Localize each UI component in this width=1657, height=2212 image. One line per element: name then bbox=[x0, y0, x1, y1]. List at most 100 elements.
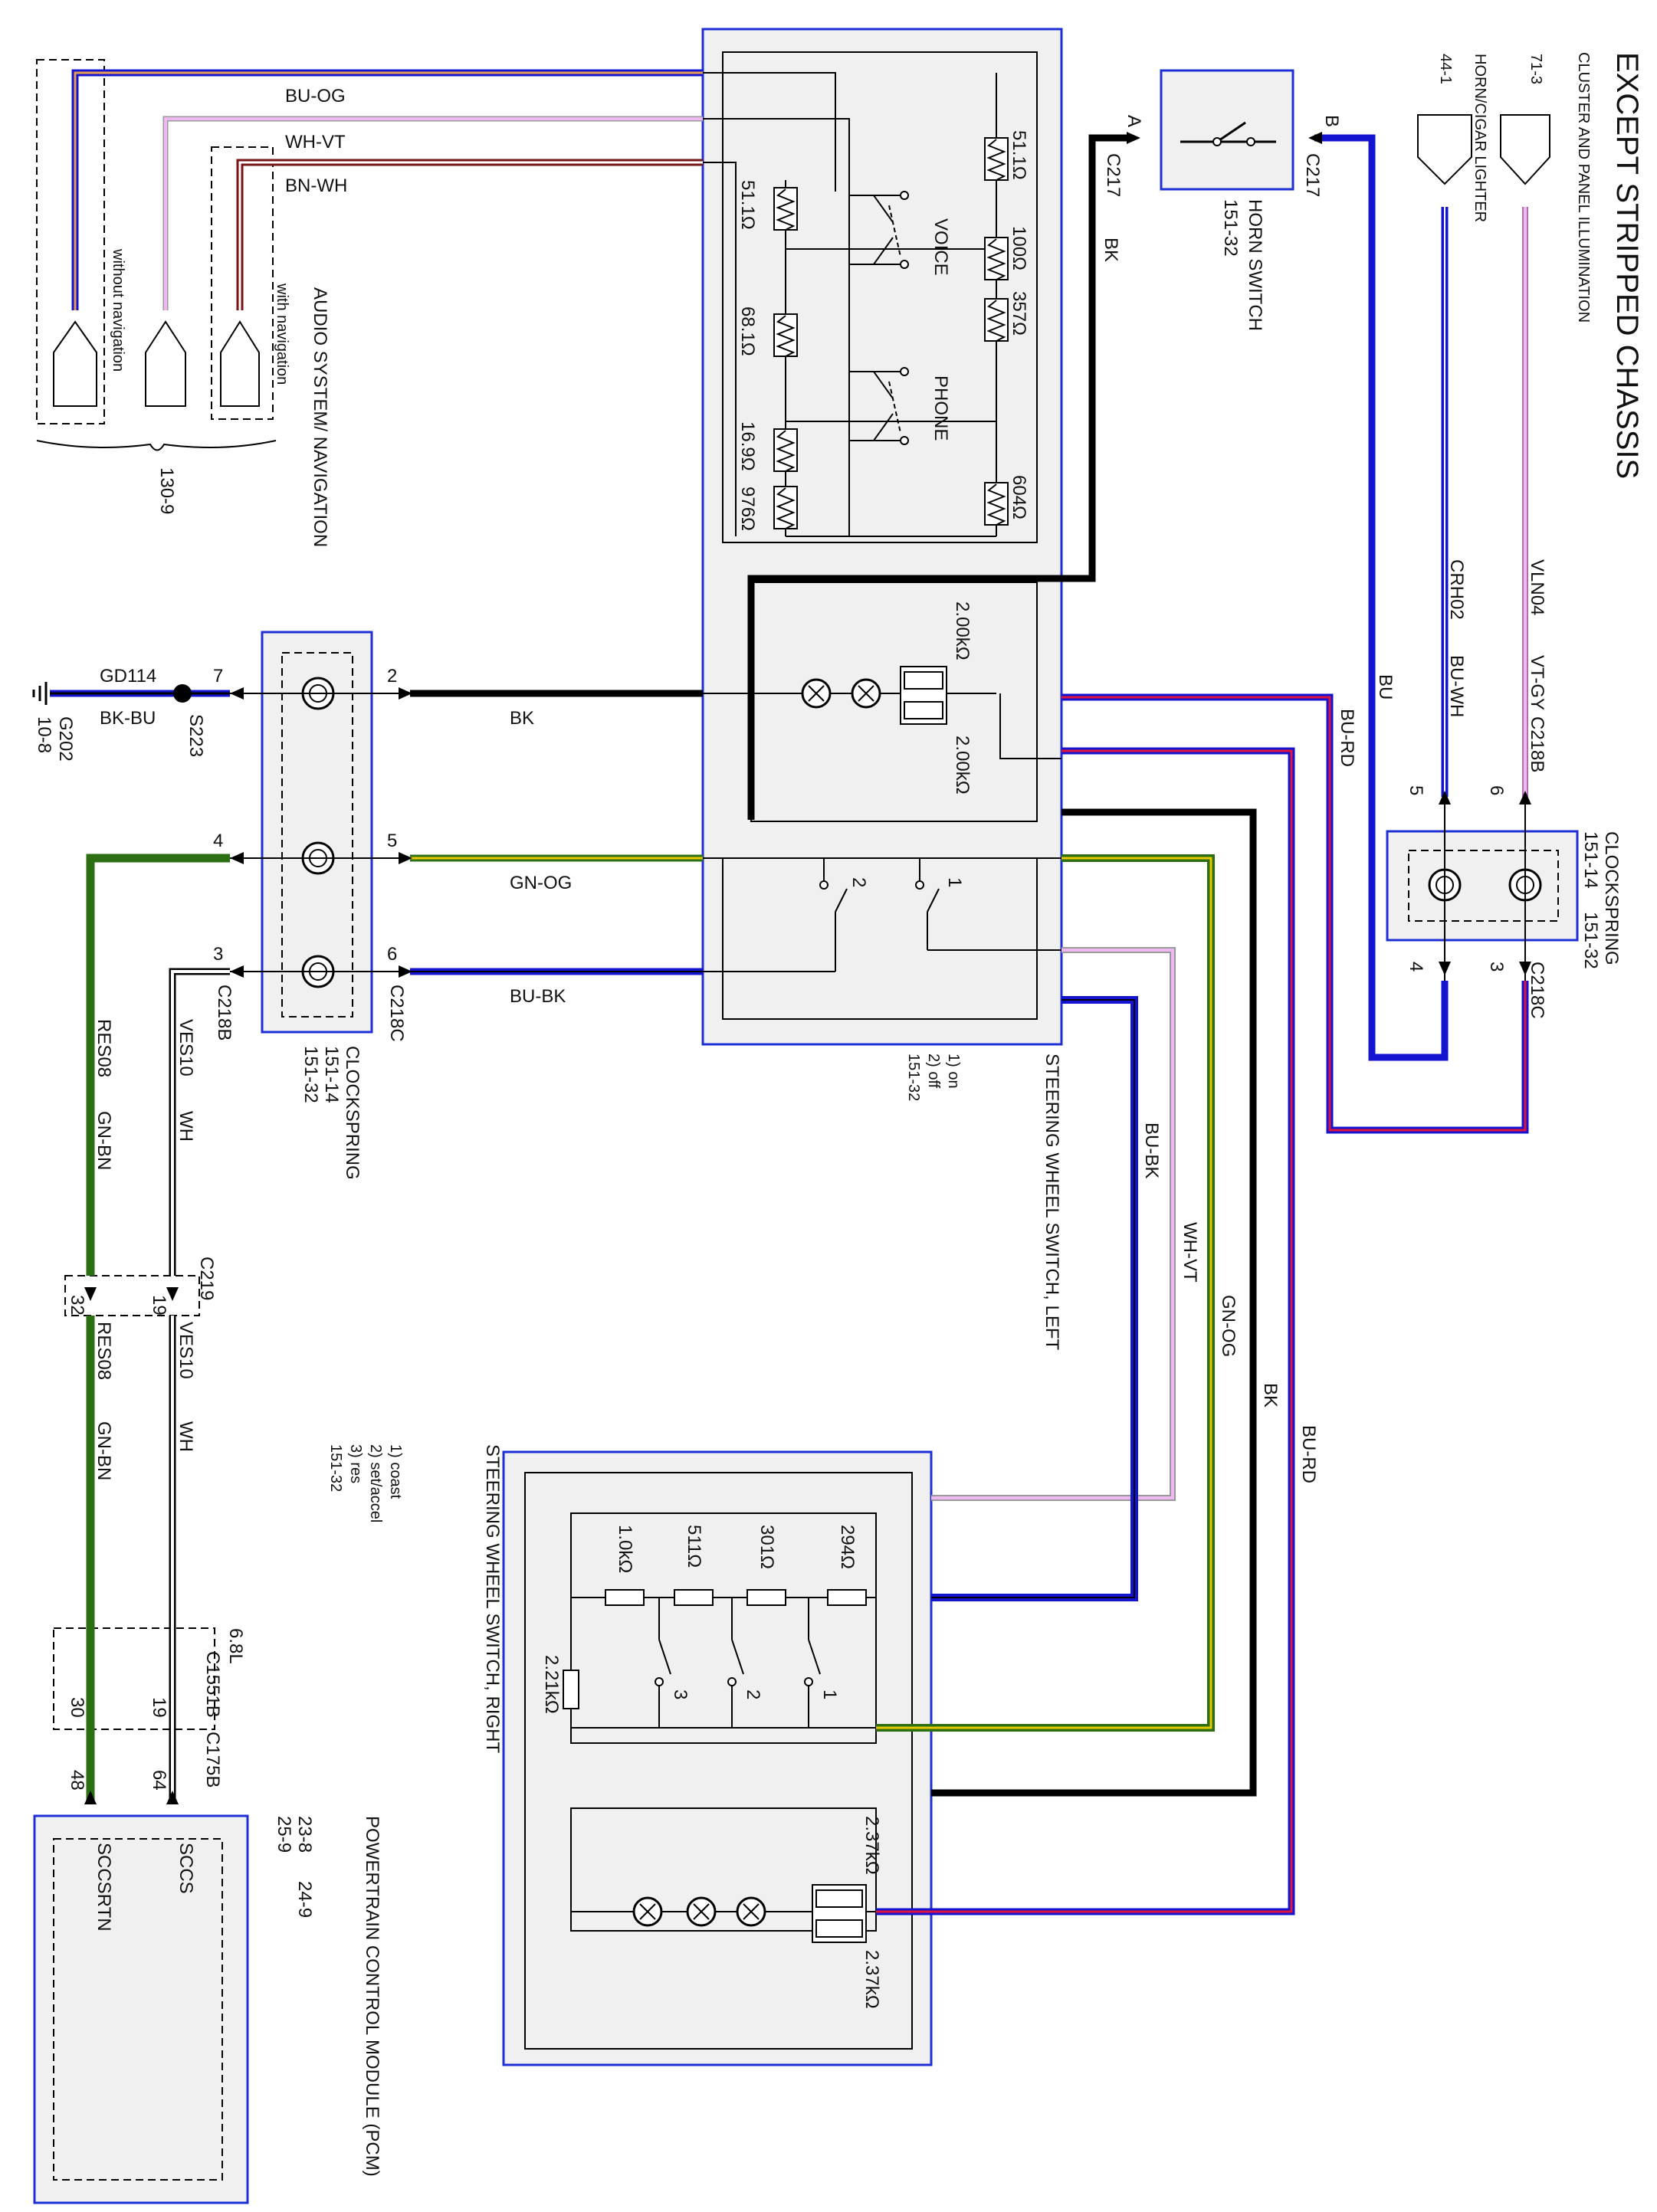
page-title: EXCEPT STRIPPED CHASSIS bbox=[1610, 52, 1644, 479]
swr-lamps bbox=[571, 1884, 876, 1943]
swr-opt1: 1) coast bbox=[387, 1444, 404, 1499]
swr-ref: 151-32 bbox=[327, 1444, 344, 1492]
c219-pin-19: 19 bbox=[149, 1295, 169, 1316]
audio-connector-mid bbox=[145, 320, 186, 407]
audio-label: AUDIO SYSTEM/ NAVIGATION bbox=[310, 287, 330, 547]
cs-right-pin-6: 6 bbox=[1486, 785, 1507, 795]
audio-without-nav-bracket bbox=[36, 59, 105, 424]
swr-opt2: 2) set/accel bbox=[367, 1444, 384, 1522]
ves10-label-2: VES10 bbox=[176, 1322, 196, 1379]
cs-left-pin-2: 2 bbox=[387, 666, 397, 687]
swl-res-top-3: 357Ω bbox=[1009, 291, 1029, 336]
gn-og-label: GN-OG bbox=[510, 873, 572, 893]
wire-bk-horn bbox=[747, 134, 1127, 820]
gn-og-label-right: GN-OG bbox=[1218, 1295, 1239, 1357]
swr-res-side: 2.21kΩ bbox=[541, 1655, 562, 1714]
horn-switch bbox=[1160, 69, 1294, 191]
bk-bu-label: BK-BU bbox=[100, 708, 156, 729]
clockspring-left-label: CLOCKSPRING bbox=[342, 1046, 363, 1180]
swl-resistor-section bbox=[722, 51, 1038, 543]
ground-circuit bbox=[32, 682, 230, 705]
swr-lamp-res-1: 2.37kΩ bbox=[861, 1816, 882, 1875]
audio-with-nav-bracket bbox=[211, 146, 274, 420]
swl-res-bot-4: 976Ω bbox=[737, 487, 758, 531]
wire-ves10 bbox=[169, 968, 230, 1804]
swl-res-bot-2: 68.1Ω bbox=[737, 306, 758, 356]
s223-label: S223 bbox=[185, 714, 206, 757]
cs-right-pin-4: 4 bbox=[1406, 962, 1426, 972]
c1551b-box bbox=[53, 1627, 215, 1730]
illumination-ref: 71-3 bbox=[1527, 54, 1544, 84]
bu-label-horn: BU bbox=[1375, 674, 1396, 700]
swl-voice-switch bbox=[849, 191, 909, 269]
swl-res-top-2: 100Ω bbox=[1009, 226, 1029, 270]
swl-resistor-network bbox=[773, 73, 1009, 537]
swr-res-4: 294Ω bbox=[837, 1525, 858, 1569]
splice-s223 bbox=[173, 684, 192, 703]
wire-bu-horn bbox=[1314, 134, 1449, 1061]
clockspring-right-label: CLOCKSPRING bbox=[1601, 831, 1622, 965]
horn-c217-a: C217 bbox=[1103, 153, 1124, 197]
pcm-sccs: SCCS bbox=[176, 1843, 196, 1894]
clockspring-left-ref1: 151-14 bbox=[321, 1046, 342, 1103]
bk-label-right: BK bbox=[1260, 1383, 1281, 1407]
bu-wh-label: BU-WH bbox=[1446, 655, 1467, 717]
audio-with-nav-label: with navigation bbox=[274, 283, 290, 385]
c219-pin-32: 32 bbox=[67, 1295, 87, 1316]
swl-res-top-1: 51.1Ω bbox=[1009, 130, 1029, 180]
swr-pin-3: 3 bbox=[670, 1689, 691, 1699]
swl-lamp-section bbox=[750, 582, 1038, 822]
pcm-ref1: 23-8 bbox=[294, 1816, 315, 1853]
horn-switch-box bbox=[1160, 69, 1294, 191]
swr-opt3: 3) res bbox=[347, 1444, 364, 1483]
swl-phone-switch bbox=[849, 367, 909, 445]
swl-res-bot-1: 51.1Ω bbox=[737, 180, 758, 230]
swr-res-3: 301Ω bbox=[756, 1525, 777, 1569]
c218b-left: C218B bbox=[214, 985, 235, 1040]
clockspring-right-ref1: 151-14 bbox=[1580, 831, 1601, 889]
bu-rd-label-top: BU-RD bbox=[1337, 709, 1357, 767]
illumination-connector bbox=[1500, 114, 1550, 185]
swl-lamp-res-1: 2.00kΩ bbox=[952, 601, 973, 660]
bu-rd-label-right: BU-RD bbox=[1298, 1425, 1319, 1483]
horn-pin-b: B bbox=[1321, 115, 1342, 127]
swl-pin-2: 2 bbox=[848, 877, 869, 887]
horn-label: HORN/CIGAR LIGHTER bbox=[1472, 54, 1488, 222]
horn-ref: 44-1 bbox=[1437, 54, 1454, 84]
ves10-label-1: VES10 bbox=[176, 1019, 196, 1077]
cs-right-pin-3: 3 bbox=[1486, 962, 1507, 972]
clockspring-right-box bbox=[1386, 830, 1579, 942]
illumination-label: CLUSTER AND PANEL ILLUMINATION bbox=[1575, 52, 1592, 323]
pcm-sccsrtn: SCCSRTN bbox=[94, 1843, 114, 1932]
cs-right-pin-5: 5 bbox=[1406, 785, 1426, 795]
clockspring-left-coils bbox=[230, 677, 410, 988]
cs-left-pin-4: 4 bbox=[213, 831, 223, 851]
wire-res08 bbox=[86, 854, 230, 1804]
g202-label: G202 bbox=[55, 716, 76, 762]
swl-voice-label: VOICE bbox=[930, 218, 951, 276]
clockspring-left-ref2: 151-32 bbox=[300, 1046, 321, 1103]
swl-phone-label: PHONE bbox=[930, 375, 951, 441]
wh-vt-label: WH-VT bbox=[285, 132, 346, 152]
bn-wh-label: BN-WH bbox=[285, 175, 347, 196]
audio-ref: 130-9 bbox=[156, 467, 177, 514]
wire-bu-bk-right bbox=[931, 996, 1138, 1601]
wire-bn-wh bbox=[236, 159, 703, 310]
wire-wh-vt bbox=[162, 116, 703, 310]
swr-lamp-res-2: 2.37kΩ bbox=[861, 1950, 882, 2009]
gn-bn-label-1: GN-BN bbox=[94, 1111, 114, 1170]
bu-og-label: BU-OG bbox=[285, 86, 346, 107]
swl-pin-1: 1 bbox=[944, 877, 965, 887]
horn-switch-ref: 151-32 bbox=[1220, 199, 1241, 257]
swl-on-off-switches bbox=[819, 858, 1061, 972]
swr-pin-1: 1 bbox=[819, 1689, 840, 1699]
horn-connector bbox=[1417, 114, 1472, 185]
c219-box bbox=[64, 1275, 200, 1316]
audio-connector-with-nav bbox=[220, 320, 260, 407]
swl-res-top-4: 604Ω bbox=[1009, 475, 1029, 519]
horn-switch-contact bbox=[1216, 121, 1246, 143]
audio-without-nav-label: without navigation bbox=[110, 248, 126, 372]
swr-res-2: 511Ω bbox=[684, 1525, 704, 1568]
c1551b-pin-30: 30 bbox=[67, 1697, 87, 1718]
swl-opt2: 2) off bbox=[925, 1054, 942, 1089]
